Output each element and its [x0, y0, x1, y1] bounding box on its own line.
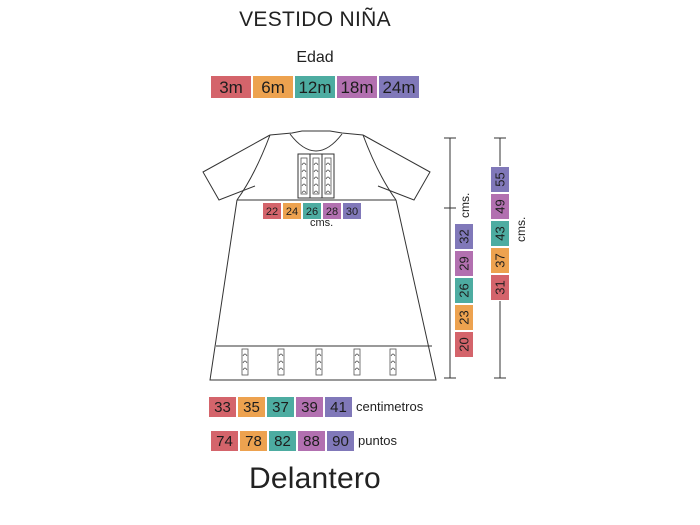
puntos-3m: 74 [210, 430, 239, 452]
skirt-length-bracket [444, 137, 456, 379]
piece-title: Delantero [249, 462, 381, 495]
puntos-6m: 78 [239, 430, 268, 452]
age-heading: Edad [296, 49, 334, 66]
puntos-18m: 88 [297, 430, 326, 452]
skirt-length-6m: 23 [454, 304, 474, 331]
diagram-title: VESTIDO NIÑA [239, 8, 391, 31]
age-3m: 3m [210, 75, 252, 99]
puntos-label: puntos [358, 433, 398, 448]
total-length-3m: 31 [490, 274, 510, 301]
dress-front-schematic [202, 130, 437, 381]
age-legend: 3m 6m 12m 18m 24m [210, 75, 420, 99]
total-length-6m: 37 [490, 247, 510, 274]
puntos-12m: 82 [268, 430, 297, 452]
age-6m: 6m [252, 75, 294, 99]
puntos-swatches: 74 78 82 88 90 [210, 430, 355, 452]
skirt-length-3m: 20 [454, 331, 474, 358]
total-length-24m: 55 [490, 166, 510, 193]
centimetros-24m: 41 [324, 396, 353, 418]
yoke-unit-label: cms. [310, 217, 334, 229]
centimetros-6m: 35 [237, 396, 266, 418]
centimetros-label: centimetros [356, 399, 424, 414]
skirt-length-12m: 26 [454, 277, 474, 304]
total-unit-label: cms. [514, 216, 528, 242]
age-18m: 18m [336, 75, 378, 99]
centimetros-12m: 37 [266, 396, 295, 418]
puntos-24m: 90 [326, 430, 355, 452]
yoke-width-24m: 30 [342, 202, 362, 220]
centimetros-18m: 39 [295, 396, 324, 418]
age-24m: 24m [378, 75, 420, 99]
centimetros-swatches: 33 35 37 39 41 [208, 396, 353, 418]
total-length-12m: 43 [490, 220, 510, 247]
yoke-width-6m: 24 [282, 202, 302, 220]
yoke-width-3m: 22 [262, 202, 282, 220]
yoke-width-18m: 28 [322, 202, 342, 220]
yoke-width-12m: 26 [302, 202, 322, 220]
skirt-length-18m: 29 [454, 250, 474, 277]
centimetros-3m: 33 [208, 396, 237, 418]
yoke-width-swatches: 22 24 26 28 30 [262, 202, 362, 220]
age-12m: 12m [294, 75, 336, 99]
total-length-swatches: 55 49 43 37 31 [490, 166, 510, 301]
total-length-18m: 49 [490, 193, 510, 220]
skirt-length-swatches: 32 29 26 23 20 [454, 223, 474, 358]
skirt-length-24m: 32 [454, 223, 474, 250]
skirt-unit-label: cms. [458, 192, 472, 218]
